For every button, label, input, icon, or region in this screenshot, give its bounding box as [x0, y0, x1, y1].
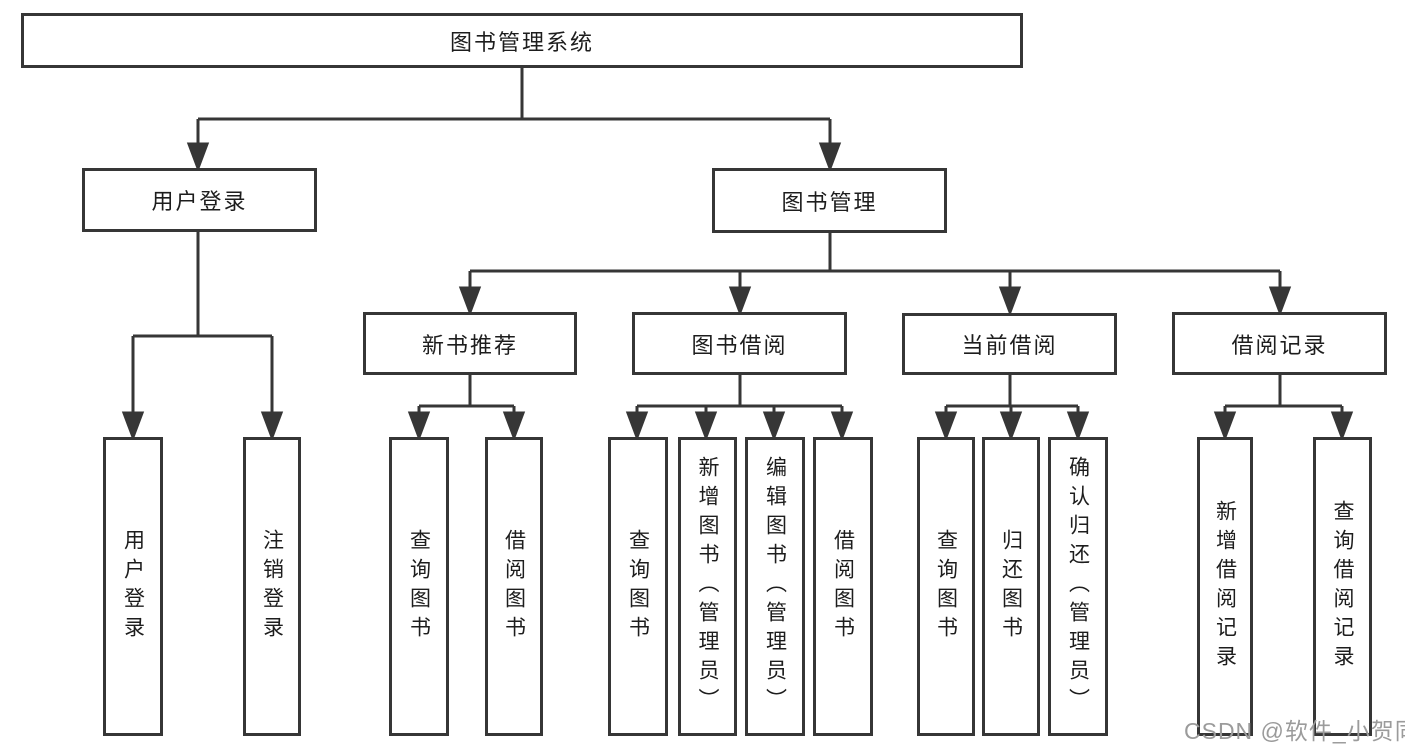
leaf-logout: 注销登录: [243, 437, 301, 736]
leaf-add-books-admin-label: 新增图书（管理员）: [696, 456, 719, 717]
connector-book-borrow-to-leaves: [625, 373, 854, 442]
leaf-query-books-3-label: 查询图书: [934, 528, 958, 645]
leaf-add-borrow-record: 新增借阅记录: [1197, 437, 1253, 736]
node-user-login-group: 用户登录: [82, 168, 317, 232]
node-book-mgmt-group-label: 图书管理: [781, 189, 878, 215]
node-borrow-records-label: 借阅记录: [1231, 332, 1328, 358]
leaf-return-books: 归还图书: [982, 437, 1040, 736]
node-book-borrow-label: 图书借阅: [691, 332, 788, 358]
node-user-login-group-label: 用户登录: [151, 189, 248, 214]
leaf-borrow-books-2: 借阅图书: [813, 437, 873, 736]
node-new-book-rec: 新书推荐: [363, 312, 577, 375]
leaf-edit-books-admin: 编辑图书（管理员）: [745, 437, 805, 736]
leaf-borrow-books-1: 借阅图书: [485, 437, 543, 736]
leaf-query-books-2-label: 查询图书: [626, 528, 650, 645]
connector-root-to-level2: [186, 67, 842, 173]
connector-current-borrow-to-leaves: [934, 373, 1090, 442]
leaf-query-borrow-record-label: 查询借阅记录: [1331, 499, 1354, 674]
node-book-mgmt-group: 图书管理: [712, 168, 947, 233]
node-borrow-records: 借阅记录: [1172, 312, 1387, 375]
leaf-confirm-return-admin-label: 确认归还（管理员）: [1066, 456, 1090, 717]
leaf-borrow-books-2-label: 借阅图书: [831, 528, 855, 645]
leaf-query-books-2: 查询图书: [608, 437, 668, 736]
leaf-user-login-label: 用户登录: [121, 528, 145, 645]
node-current-borrow-label: 当前借阅: [961, 333, 1058, 358]
leaf-edit-books-admin-label: 编辑图书（管理员）: [763, 456, 787, 717]
node-root: 图书管理系统: [21, 13, 1023, 68]
connector-borrow-records-to-leaves: [1213, 373, 1354, 442]
node-new-book-rec-label: 新书推荐: [421, 332, 518, 358]
leaf-add-books-admin: 新增图书（管理员）: [678, 437, 737, 736]
leaf-confirm-return-admin: 确认归还（管理员）: [1048, 437, 1108, 736]
leaf-borrow-books-1-label: 借阅图书: [502, 528, 526, 645]
leaf-query-borrow-record: 查询借阅记录: [1313, 437, 1372, 736]
leaf-add-borrow-record-label: 新增借阅记录: [1213, 499, 1237, 674]
connector-user-login-to-leaves: [121, 230, 284, 442]
leaf-return-books-label: 归还图书: [999, 528, 1023, 645]
leaf-logout-label: 注销登录: [260, 528, 284, 645]
leaf-query-books-1-label: 查询图书: [407, 528, 431, 645]
node-root-label: 图书管理系统: [449, 29, 594, 55]
leaf-user-login: 用户登录: [103, 437, 163, 736]
leaf-query-books-1: 查询图书: [389, 437, 449, 736]
connector-book-mgmt-to-level3: [458, 231, 1292, 317]
node-current-borrow: 当前借阅: [902, 313, 1117, 375]
leaf-query-books-3: 查询图书: [917, 437, 975, 736]
csdn-watermark: CSDN @软件_小贺同学: [1184, 718, 1405, 744]
connector-new-book-rec-to-leaves: [407, 373, 526, 442]
node-book-borrow: 图书借阅: [632, 312, 847, 375]
